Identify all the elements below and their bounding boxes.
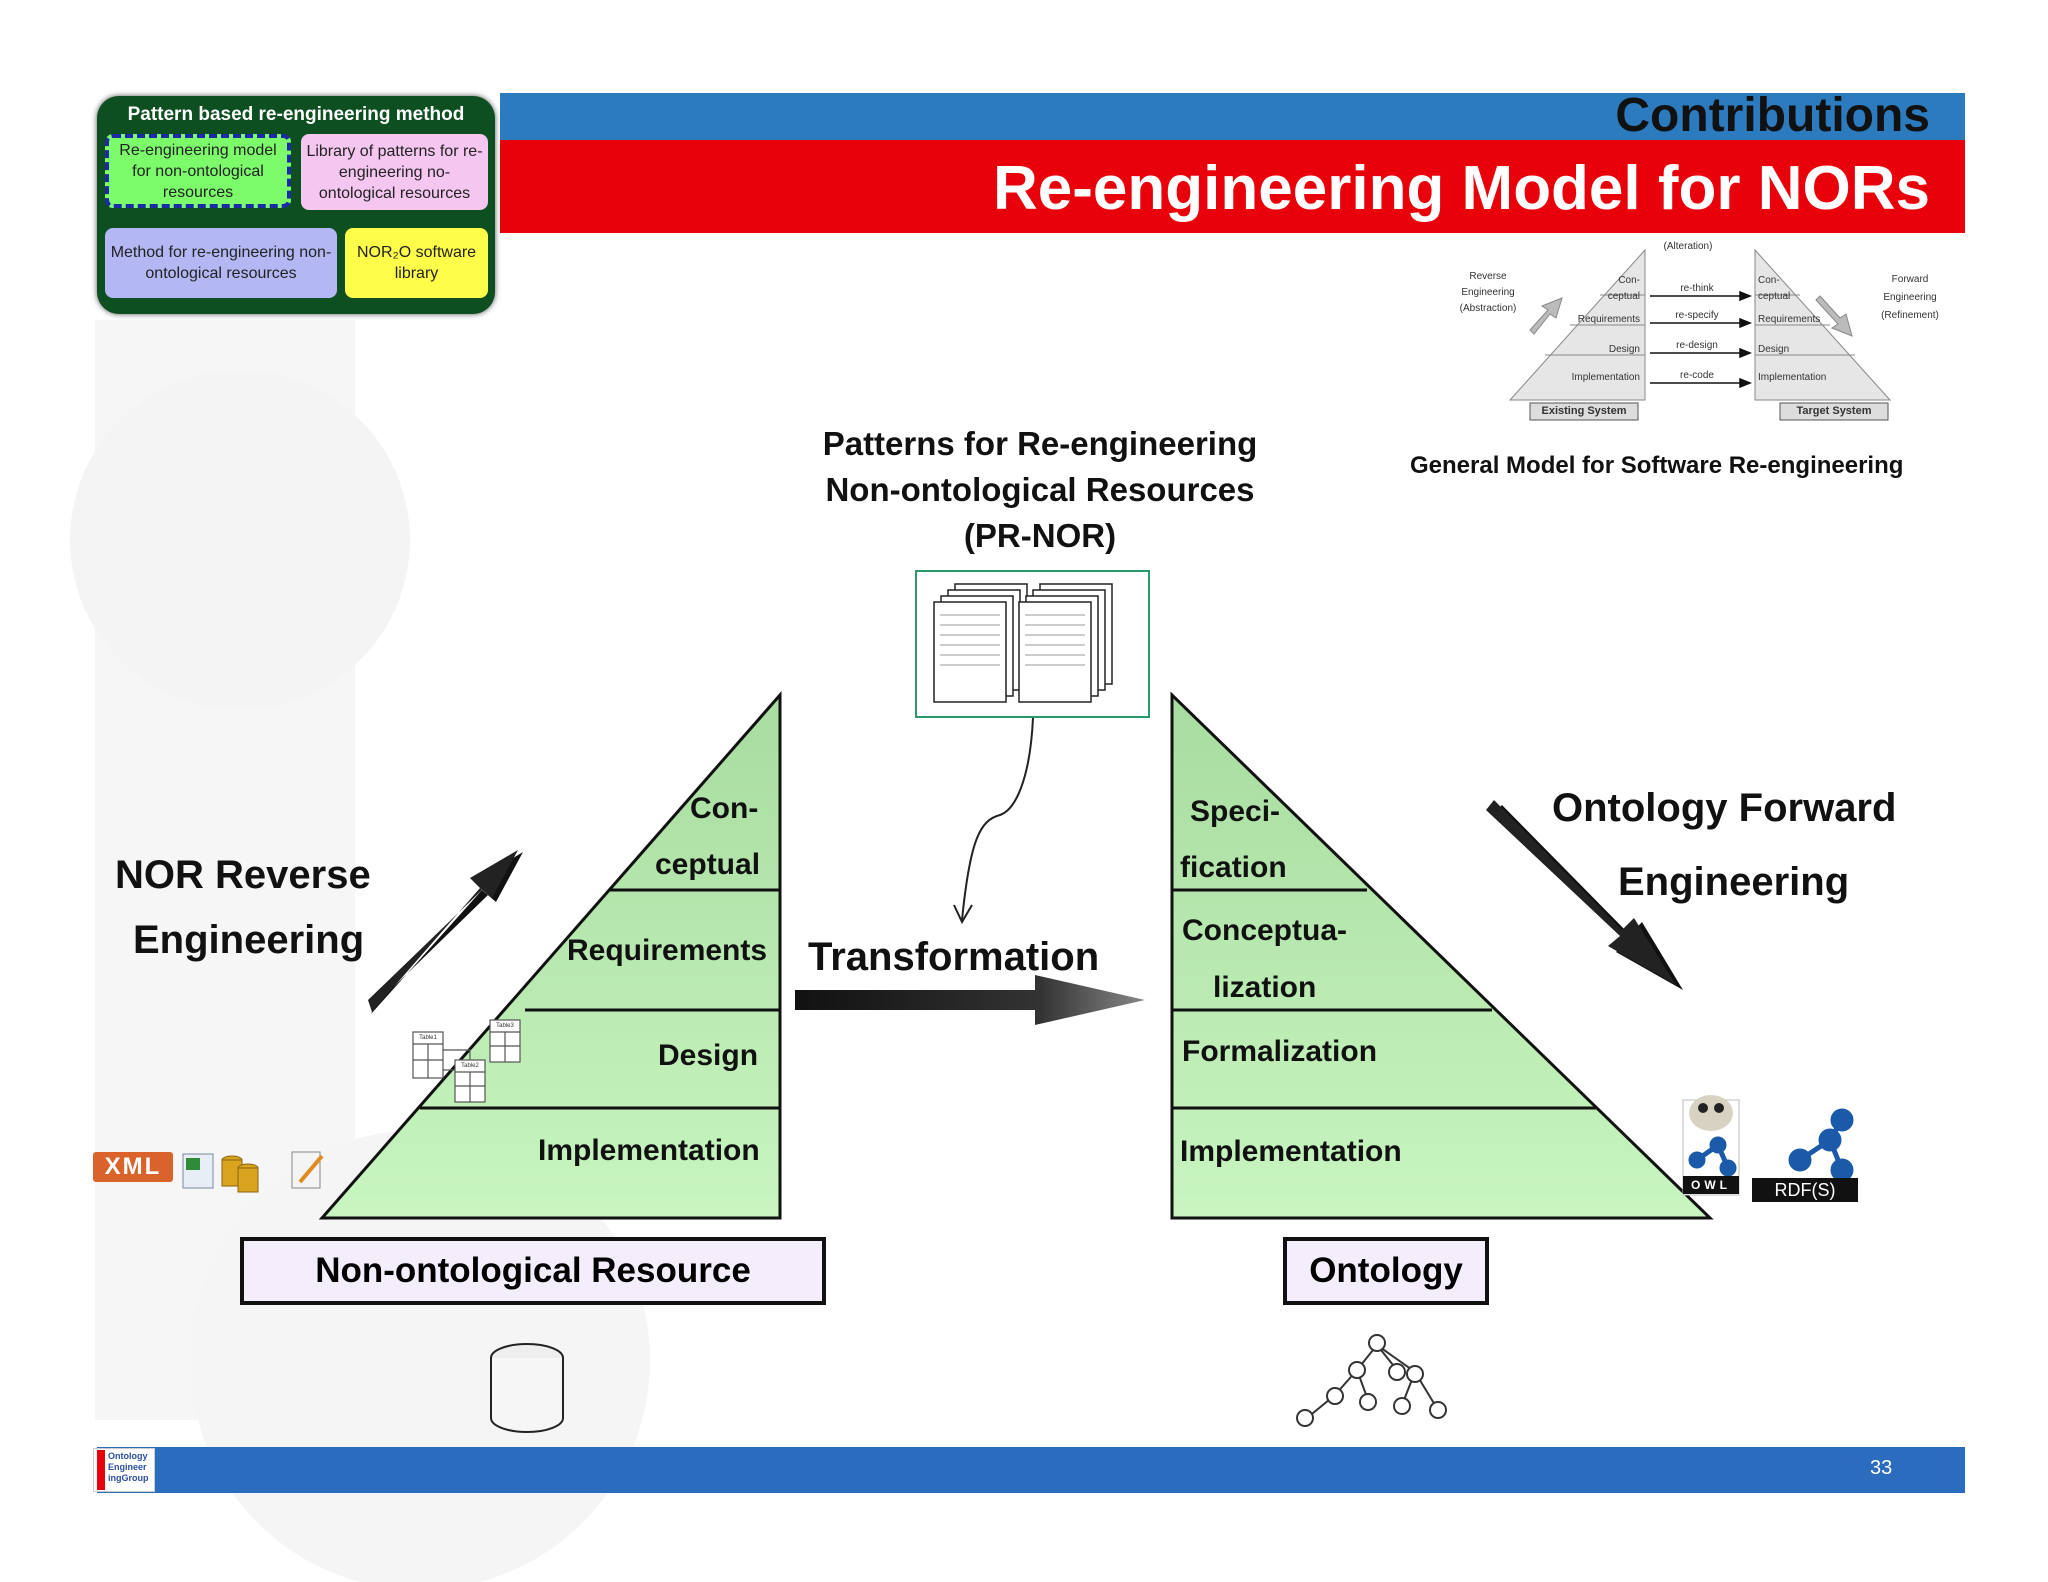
xml-icon: XML bbox=[93, 1152, 173, 1182]
nor-reverse-label-line2: Engineering bbox=[133, 918, 365, 962]
left-level-requirements: Requirements bbox=[567, 934, 768, 967]
table2-label: Table2 bbox=[461, 1063, 479, 1069]
gm-right-l1b: ceptual bbox=[1758, 291, 1791, 302]
gm-reverse-1: Reverse bbox=[1469, 271, 1507, 282]
right-level-conceptualization-a: Conceptua- bbox=[1182, 914, 1347, 947]
right-level-specification-a: Speci- bbox=[1190, 795, 1281, 828]
gm-action-respecify: re-specify bbox=[1675, 310, 1719, 321]
nor-reverse-label-line1: NOR Reverse bbox=[115, 853, 371, 897]
gm-right-l3: Design bbox=[1758, 344, 1790, 355]
right-level-specification-b: fication bbox=[1180, 851, 1287, 884]
rdf-icon: RDF(S) bbox=[1752, 1178, 1858, 1202]
left-level-conceptual-b: ceptual bbox=[655, 848, 761, 881]
gm-left-l4: Implementation bbox=[1571, 372, 1640, 383]
logo-line2: Engineer bbox=[108, 1462, 147, 1472]
gm-action-redesign: re-design bbox=[1676, 340, 1718, 351]
gm-reverse-3: (Abstraction) bbox=[1459, 303, 1517, 314]
right-level-conceptualization-b: lization bbox=[1213, 971, 1317, 1004]
pattern-library-box: Library of patterns for re-engineering n… bbox=[301, 134, 488, 210]
existing-system-label: Existing System bbox=[1541, 405, 1627, 417]
alteration-label: (Alteration) bbox=[1663, 241, 1713, 252]
left-level-conceptual-a: Con- bbox=[690, 792, 759, 825]
page-number: 33 bbox=[1870, 1457, 1893, 1479]
header-band-blue bbox=[500, 93, 1965, 140]
footer-band bbox=[97, 1447, 1965, 1493]
method-box: Method for re-engineering non-ontologica… bbox=[105, 228, 337, 298]
header-band-red bbox=[500, 140, 1965, 233]
transformation-label: Transformation bbox=[808, 935, 1100, 979]
method-panel: Pattern based re-engineering method Re-e… bbox=[97, 96, 495, 314]
ontology-forward-label-line1: Ontology Forward bbox=[1552, 786, 1897, 830]
patterns-title-line2: Non-ontological Resources bbox=[825, 471, 1255, 508]
gm-left-l3: Design bbox=[1608, 344, 1640, 355]
right-level-formalization: Formalization bbox=[1182, 1035, 1378, 1068]
software-library-box: NOR₂O software library bbox=[345, 228, 488, 298]
patterns-documents-icon bbox=[915, 570, 1150, 718]
page-title: Re-engineering Model for NORs bbox=[993, 154, 1930, 223]
patterns-title-line3: (PR-NOR) bbox=[963, 517, 1117, 554]
gm-forward-2: Engineering bbox=[1883, 292, 1937, 303]
general-model-diagram bbox=[1508, 248, 1892, 421]
gm-right-l4: Implementation bbox=[1758, 372, 1827, 383]
logo-red-bar bbox=[97, 1450, 105, 1490]
logo-line1: Ontology bbox=[108, 1451, 148, 1461]
general-model-caption: General Model for Software Re-engineerin… bbox=[1410, 452, 1904, 479]
gm-left-l1b: ceptual bbox=[1607, 291, 1640, 302]
left-level-design: Design bbox=[658, 1039, 759, 1072]
gm-forward-1: Forward bbox=[1891, 274, 1929, 285]
gm-right-l1a: Con- bbox=[1758, 275, 1780, 286]
gm-reverse-2: Engineering bbox=[1461, 287, 1515, 298]
table1-label: Table1 bbox=[419, 1035, 437, 1041]
logo-line3: ingGroup bbox=[108, 1473, 149, 1483]
gm-left-l1a: Con- bbox=[1618, 275, 1640, 286]
gm-action-recode: re-code bbox=[1680, 370, 1714, 381]
gm-left-l2: Requirements bbox=[1577, 314, 1640, 325]
left-level-implementation: Implementation bbox=[538, 1134, 760, 1167]
patterns-title-line1: Patterns for Re-engineering bbox=[822, 425, 1258, 462]
ontology-forward-label-line2: Engineering bbox=[1618, 860, 1850, 904]
table3-label: Table3 bbox=[496, 1023, 514, 1029]
target-system-label: Target System bbox=[1796, 405, 1872, 417]
ontology-box: Ontology bbox=[1283, 1237, 1489, 1305]
section-title: Contributions bbox=[1615, 89, 1930, 142]
method-panel-title: Pattern based re-engineering method bbox=[127, 104, 465, 125]
non-ontological-resource-box: Non-ontological Resource bbox=[240, 1237, 826, 1305]
gm-forward-3: (Refinement) bbox=[1881, 310, 1939, 321]
owl-icon: OWL bbox=[1683, 1176, 1739, 1194]
right-level-implementation: Implementation bbox=[1180, 1135, 1402, 1168]
reengineering-model-box: Re-engineering model for non-ontological… bbox=[105, 134, 291, 208]
gm-action-rethink: re-think bbox=[1680, 283, 1714, 294]
gm-right-l2: Requirements bbox=[1758, 314, 1821, 325]
